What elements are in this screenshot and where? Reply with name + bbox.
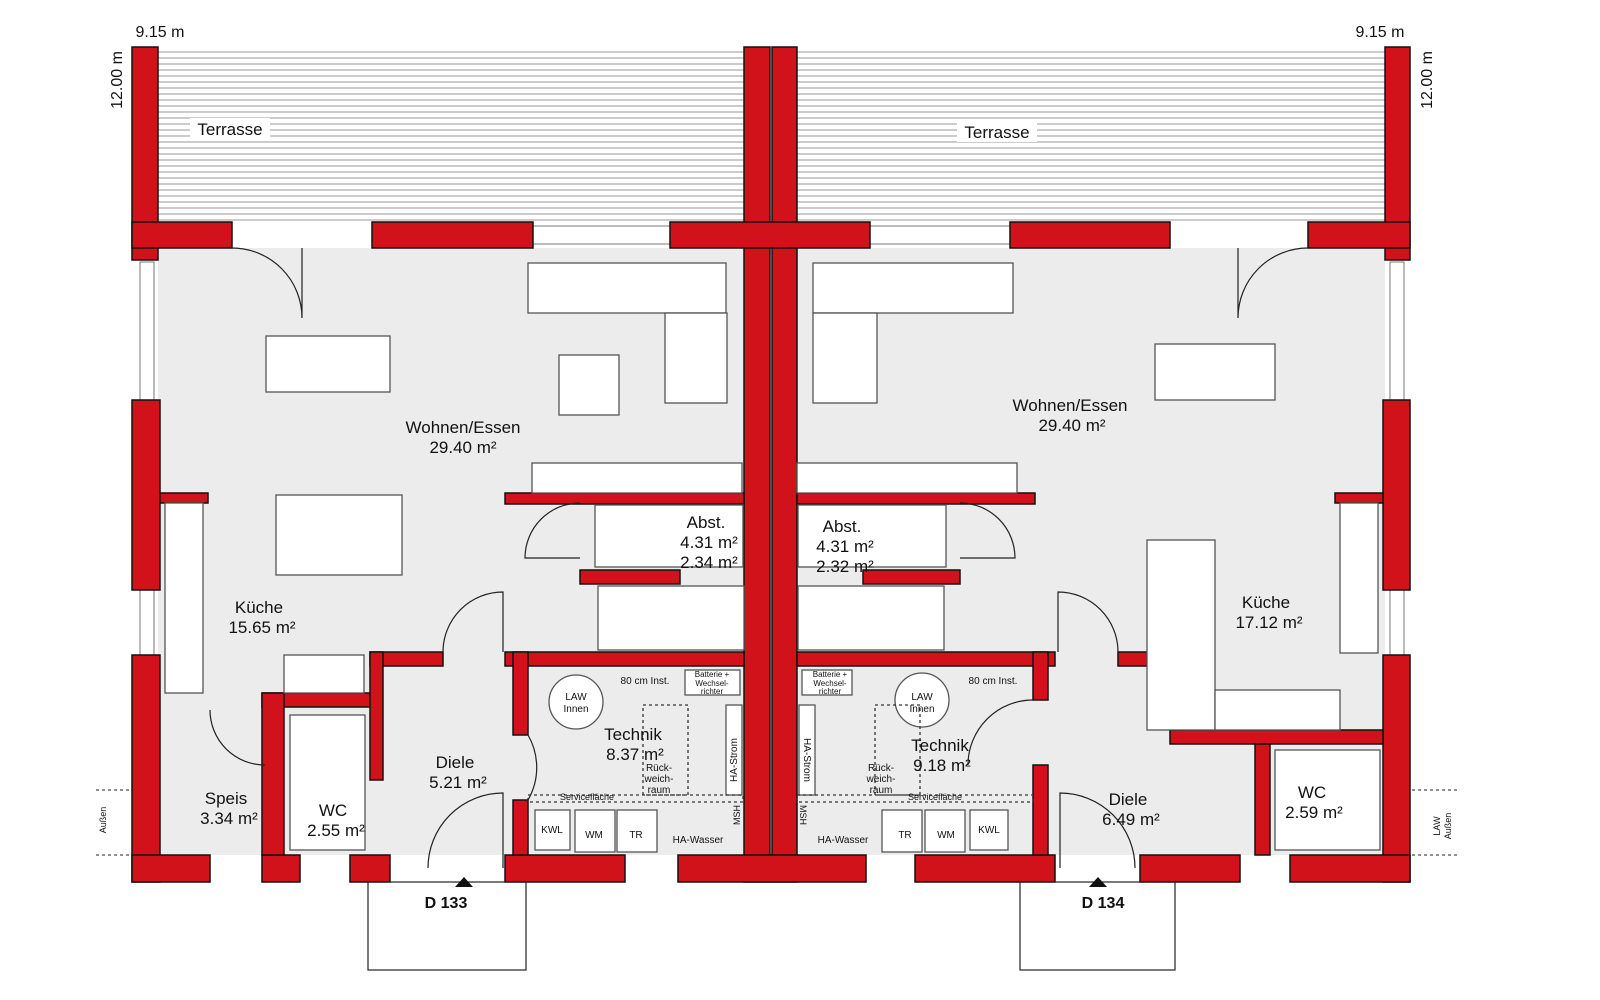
svg-text:richter: richter	[819, 687, 842, 696]
svg-text:HA-Strom: HA-Strom	[729, 738, 740, 782]
svg-text:Servicefläche: Servicefläche	[560, 792, 614, 802]
svg-text:80 cm Inst.: 80 cm Inst.	[969, 676, 1018, 687]
svg-text:KWL: KWL	[541, 825, 563, 836]
room-area: 15.65 m²	[228, 618, 295, 637]
dim-depth-left: 12.00 m	[109, 51, 126, 109]
svg-text:Rück-: Rück-	[646, 763, 672, 774]
svg-text:Servicefläche: Servicefläche	[908, 792, 962, 802]
svg-text:Wechsel-: Wechsel-	[813, 679, 847, 688]
outside-label-right: Außen	[1443, 813, 1453, 840]
room-area: 2.55 m²	[307, 821, 365, 840]
room-area: 2.32 m²	[816, 557, 874, 576]
entrance-label: D 134	[1082, 895, 1125, 912]
outside-label-left: Außen	[98, 807, 108, 834]
svg-text:Batterie +: Batterie +	[813, 670, 848, 679]
room-name: Technik	[911, 736, 969, 755]
room-area: 5.21 m²	[429, 773, 487, 792]
law-label-right: LAW	[1432, 816, 1442, 836]
entrance-label: D 133	[425, 895, 468, 912]
room-area: 4.31 m²	[680, 533, 738, 552]
svg-text:HA-Wasser: HA-Wasser	[673, 835, 724, 846]
svg-text:80 cm Inst.: 80 cm Inst.	[621, 676, 670, 687]
room-area: 3.34 m²	[200, 809, 258, 828]
window	[532, 225, 671, 245]
svg-text:HA-Wasser: HA-Wasser	[818, 835, 869, 846]
room-area: 4.31 m²	[816, 537, 874, 556]
svg-text:WM: WM	[937, 830, 955, 841]
room-name: WC	[1298, 783, 1326, 802]
room-name: Abst.	[823, 517, 862, 536]
room-name: Abst.	[687, 513, 726, 532]
dim-depth-right: 12.00 m	[1419, 51, 1436, 109]
room-area: 29.40 m²	[1038, 416, 1105, 435]
window	[869, 225, 1011, 245]
svg-text:Rück-: Rück-	[868, 763, 894, 774]
window	[139, 261, 155, 401]
terrace-decking	[158, 51, 1385, 221]
svg-text:raum: raum	[648, 785, 671, 796]
svg-text:LAW: LAW	[565, 692, 587, 703]
svg-text:Wechsel-: Wechsel-	[695, 679, 729, 688]
svg-text:KWL: KWL	[978, 825, 1000, 836]
room-name: Diele	[1109, 790, 1148, 809]
svg-text:HA-Strom: HA-Strom	[801, 738, 812, 782]
terrace-label: Terrasse	[197, 120, 262, 139]
svg-text:weich-: weich-	[644, 774, 674, 785]
furniture	[164, 247, 1381, 971]
svg-text:Innen: Innen	[563, 704, 588, 715]
dim-width-left: 9.15 m	[136, 24, 185, 41]
room-area: 6.49 m²	[1102, 810, 1160, 829]
svg-text:LAW: LAW	[911, 692, 933, 703]
svg-text:raum: raum	[870, 785, 893, 796]
window	[1389, 589, 1405, 656]
room-name: Speis	[205, 789, 248, 808]
svg-text:weich-: weich-	[866, 774, 896, 785]
svg-text:Batterie +: Batterie +	[695, 670, 730, 679]
room-name: Küche	[1242, 593, 1290, 612]
svg-text:richter: richter	[701, 687, 724, 696]
room-name: Wohnen/Essen	[1013, 396, 1128, 415]
walls	[131, 46, 1411, 883]
room-area: 2.59 m²	[1285, 803, 1343, 822]
svg-text:Innen: Innen	[909, 704, 934, 715]
window	[139, 589, 155, 656]
room-name: WC	[319, 801, 347, 820]
left-unit-labels: Terrasse Wohnen/Essen 29.40 m² Abst. 4.3…	[190, 118, 738, 912]
svg-text:WM: WM	[585, 830, 603, 841]
room-area: 2.34 m²	[680, 553, 738, 572]
room-name: Diele	[436, 753, 475, 772]
svg-text:MSH: MSH	[798, 805, 808, 825]
svg-text:TR: TR	[898, 830, 911, 841]
technik-details: LAW Innen LAW Innen 80 cm Inst. 80 cm In…	[541, 670, 1017, 846]
dim-width-right: 9.15 m	[1356, 24, 1405, 41]
terrace-label: Terrasse	[964, 123, 1029, 142]
room-name: Wohnen/Essen	[406, 418, 521, 437]
svg-text:MSH: MSH	[732, 805, 742, 825]
room-area: 9.18 m²	[913, 756, 971, 775]
room-area: 29.40 m²	[429, 438, 496, 457]
room-area: 17.12 m²	[1235, 613, 1302, 632]
room-name: Technik	[604, 725, 662, 744]
room-name: Küche	[235, 598, 283, 617]
right-unit-labels: Terrasse Wohnen/Essen 29.40 m² Abst. 4.3…	[816, 120, 1343, 912]
room-area: 8.37 m²	[606, 745, 664, 764]
window	[1389, 261, 1405, 401]
svg-text:TR: TR	[629, 830, 642, 841]
